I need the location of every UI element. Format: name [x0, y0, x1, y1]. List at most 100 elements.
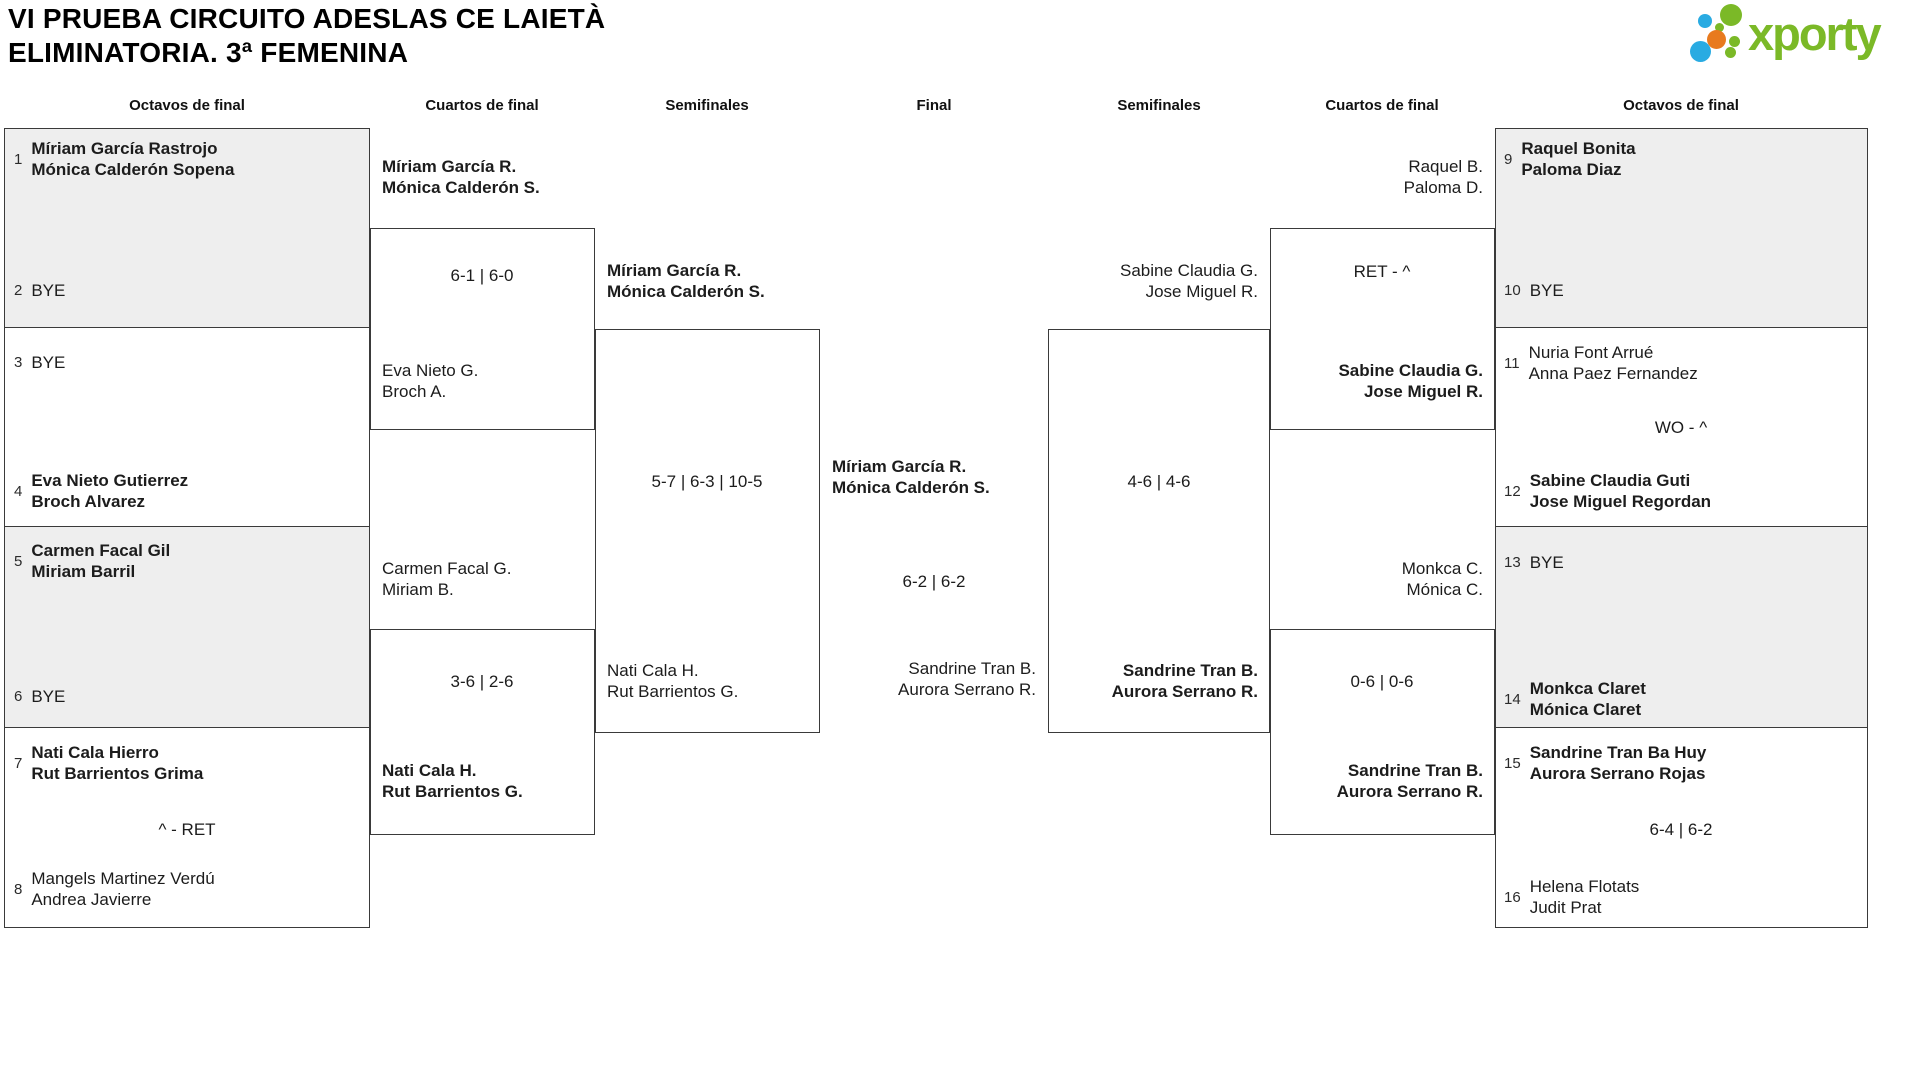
match-score-r16-right-2: WO - ^ [1654, 418, 1708, 437]
logo-dot-orange [1707, 30, 1726, 49]
team-name: Sandrine Tran Ba Huy Aurora Serrano Roja… [1530, 742, 1707, 784]
team-name: Nati Cala Hierro Rut Barrientos Grima [31, 742, 203, 784]
player-name: Eva Nieto G. [382, 361, 479, 380]
player-name: Anna Paez Fernandez [1528, 364, 1698, 383]
player-name: Aurora Serrano Rojas [1529, 764, 1706, 783]
bracket-box-qf-right-1 [1270, 228, 1495, 430]
player-name: Miriam Barril [31, 562, 136, 581]
team-name: Sabine Claudia Guti Jose Miguel Regordan [1530, 470, 1711, 512]
player-name: Jose Miguel Regordan [1529, 492, 1712, 511]
player-name: Mónica C. [1406, 580, 1483, 599]
match-score-r16-right-4: 6-4 | 6-2 [1649, 820, 1713, 839]
logo-dot-blue-large [1690, 41, 1711, 62]
player-name: Nati Cala H. [382, 761, 477, 780]
team-name: Nuria Font Arrué Anna Paez Fernandez [1529, 342, 1698, 384]
player-name: Mangels Martinez Verdú [31, 869, 215, 888]
r16-slot-15: 15 Sandrine Tran Ba Huy Aurora Serrano R… [1504, 742, 1706, 784]
player-name: Monkca C. [1401, 559, 1483, 578]
team-name: Carmen Facal Gil Miriam Barril [31, 540, 170, 582]
r16-slot-1: 1 Míriam García Rastrojo Mónica Calderón… [14, 138, 234, 180]
player-name: Sabine Claudia Guti [1529, 471, 1691, 490]
player-name: Nati Cala H. [607, 661, 699, 680]
bracket-box-r16-right-1 [1495, 128, 1868, 328]
qf-right-1-team-b: Sabine Claudia G. Jose Miguel R. [1338, 360, 1483, 402]
player-name: Paloma Diaz [1521, 160, 1622, 179]
team-name: Helena Flotats Judit Prat [1530, 876, 1640, 918]
seed-number: 3 [14, 354, 23, 371]
player-name: Sandrine Tran B. [1347, 761, 1483, 780]
seed-number: 4 [14, 482, 23, 500]
sf-left-team-a: Míriam García R. Mónica Calderón S. [607, 260, 765, 302]
player-name: Andrea Javierre [31, 890, 152, 909]
player-name: Raquel B. [1408, 157, 1483, 176]
qf-left-1-team-a: Míriam García R. Mónica Calderón S. [382, 156, 540, 198]
player-name: Sandrine Tran Ba Huy [1529, 743, 1707, 762]
player-name: Mónica Calderón Sopena [31, 160, 235, 179]
match-score-qf-right-1: RET - ^ [1353, 262, 1411, 281]
qf-right-2-team-b: Sandrine Tran B. Aurora Serrano R. [1337, 760, 1483, 802]
seed-number: 8 [14, 880, 23, 898]
player-name: Raquel Bonita [1521, 139, 1636, 158]
round-header-octavos-left: Octavos de final [129, 97, 245, 114]
team-name: BYE [1529, 281, 1564, 300]
team-name: Míriam García Rastrojo Mónica Calderón S… [31, 138, 234, 180]
sf-right-team-a: Sabine Claudia G. Jose Miguel R. [1120, 260, 1258, 302]
qf-right-1-team-a: Raquel B. Paloma D. [1404, 156, 1483, 198]
logo-dot-green-tiny [1715, 23, 1724, 32]
match-score-qf-left-2: 3-6 | 2-6 [450, 672, 514, 691]
match-score-sf-left: 5-7 | 6-3 | 10-5 [651, 472, 763, 491]
logo-dot-green-bottom [1725, 47, 1736, 58]
bracket-box-qf-left-1 [370, 228, 595, 430]
team-name: BYE [31, 281, 66, 300]
bracket-box-r16-left-3 [4, 526, 370, 728]
qf-left-2-team-b: Nati Cala H. Rut Barrientos G. [382, 760, 523, 802]
r16-slot-11: 11 Nuria Font Arrué Anna Paez Fernandez [1504, 342, 1698, 384]
seed-number: 15 [1504, 754, 1521, 772]
tournament-title-line2: ELIMINATORIA. 3ª FEMENINA [8, 37, 409, 68]
r16-slot-13: 13 BYE [1504, 552, 1564, 573]
logo-dot-green-large [1720, 4, 1742, 26]
r16-slot-3: 3 BYE [14, 352, 65, 373]
r16-slot-4: 4 Eva Nieto Gutierrez Broch Alvarez [14, 470, 188, 512]
player-name: Paloma D. [1403, 178, 1483, 197]
match-score-final: 6-2 | 6-2 [902, 572, 966, 591]
team-name: BYE [1529, 553, 1564, 572]
final-team-a: Míriam García R. Mónica Calderón S. [832, 456, 990, 498]
match-score-qf-left-1: 6-1 | 6-0 [450, 266, 514, 285]
seed-number: 10 [1504, 282, 1521, 299]
player-name: Jose Miguel R. [1145, 282, 1258, 301]
round-header-semis-left: Semifinales [665, 97, 749, 114]
seed-number: 2 [14, 282, 23, 299]
player-name: Broch Alvarez [31, 492, 146, 511]
match-score-sf-right: 4-6 | 4-6 [1127, 472, 1191, 491]
seed-number: 1 [14, 150, 23, 168]
player-name: Aurora Serrano R. [1111, 682, 1258, 701]
player-name: Monkca Claret [1529, 679, 1646, 698]
r16-slot-9: 9 Raquel Bonita Paloma Diaz [1504, 138, 1636, 180]
player-name: Míriam García R. [382, 157, 517, 176]
r16-slot-7: 7 Nati Cala Hierro Rut Barrientos Grima [14, 742, 203, 784]
bracket-box-r16-right-4 [1495, 727, 1868, 928]
seed-number: 16 [1504, 888, 1521, 906]
player-name: Mónica Claret [1529, 700, 1642, 719]
player-name: Eva Nieto Gutierrez [31, 471, 189, 490]
qf-right-2-team-a: Monkca C. Mónica C. [1402, 558, 1483, 600]
r16-slot-12: 12 Sabine Claudia Guti Jose Miguel Regor… [1504, 470, 1711, 512]
seed-number: 14 [1504, 690, 1521, 708]
round-header-semis-right: Semifinales [1117, 97, 1201, 114]
seed-number: 11 [1504, 354, 1520, 372]
r16-slot-14: 14 Monkca Claret Mónica Claret [1504, 678, 1646, 720]
bracket-box-r16-left-4 [4, 727, 370, 928]
match-score-r16-left-4: ^ - RET [158, 820, 216, 839]
final-team-b: Sandrine Tran B. Aurora Serrano R. [898, 658, 1036, 700]
round-header-final: Final [916, 97, 952, 114]
player-name: Jose Miguel R. [1363, 382, 1483, 401]
player-name: Sandrine Tran B. [1122, 661, 1258, 680]
player-name: Nati Cala Hierro [31, 743, 159, 762]
seed-number: 5 [14, 552, 23, 570]
team-name: BYE [31, 353, 66, 372]
r16-slot-16: 16 Helena Flotats Judit Prat [1504, 876, 1639, 918]
xporty-logo[interactable]: xporty [1688, 4, 1913, 66]
team-name: Eva Nieto Gutierrez Broch Alvarez [31, 470, 188, 512]
